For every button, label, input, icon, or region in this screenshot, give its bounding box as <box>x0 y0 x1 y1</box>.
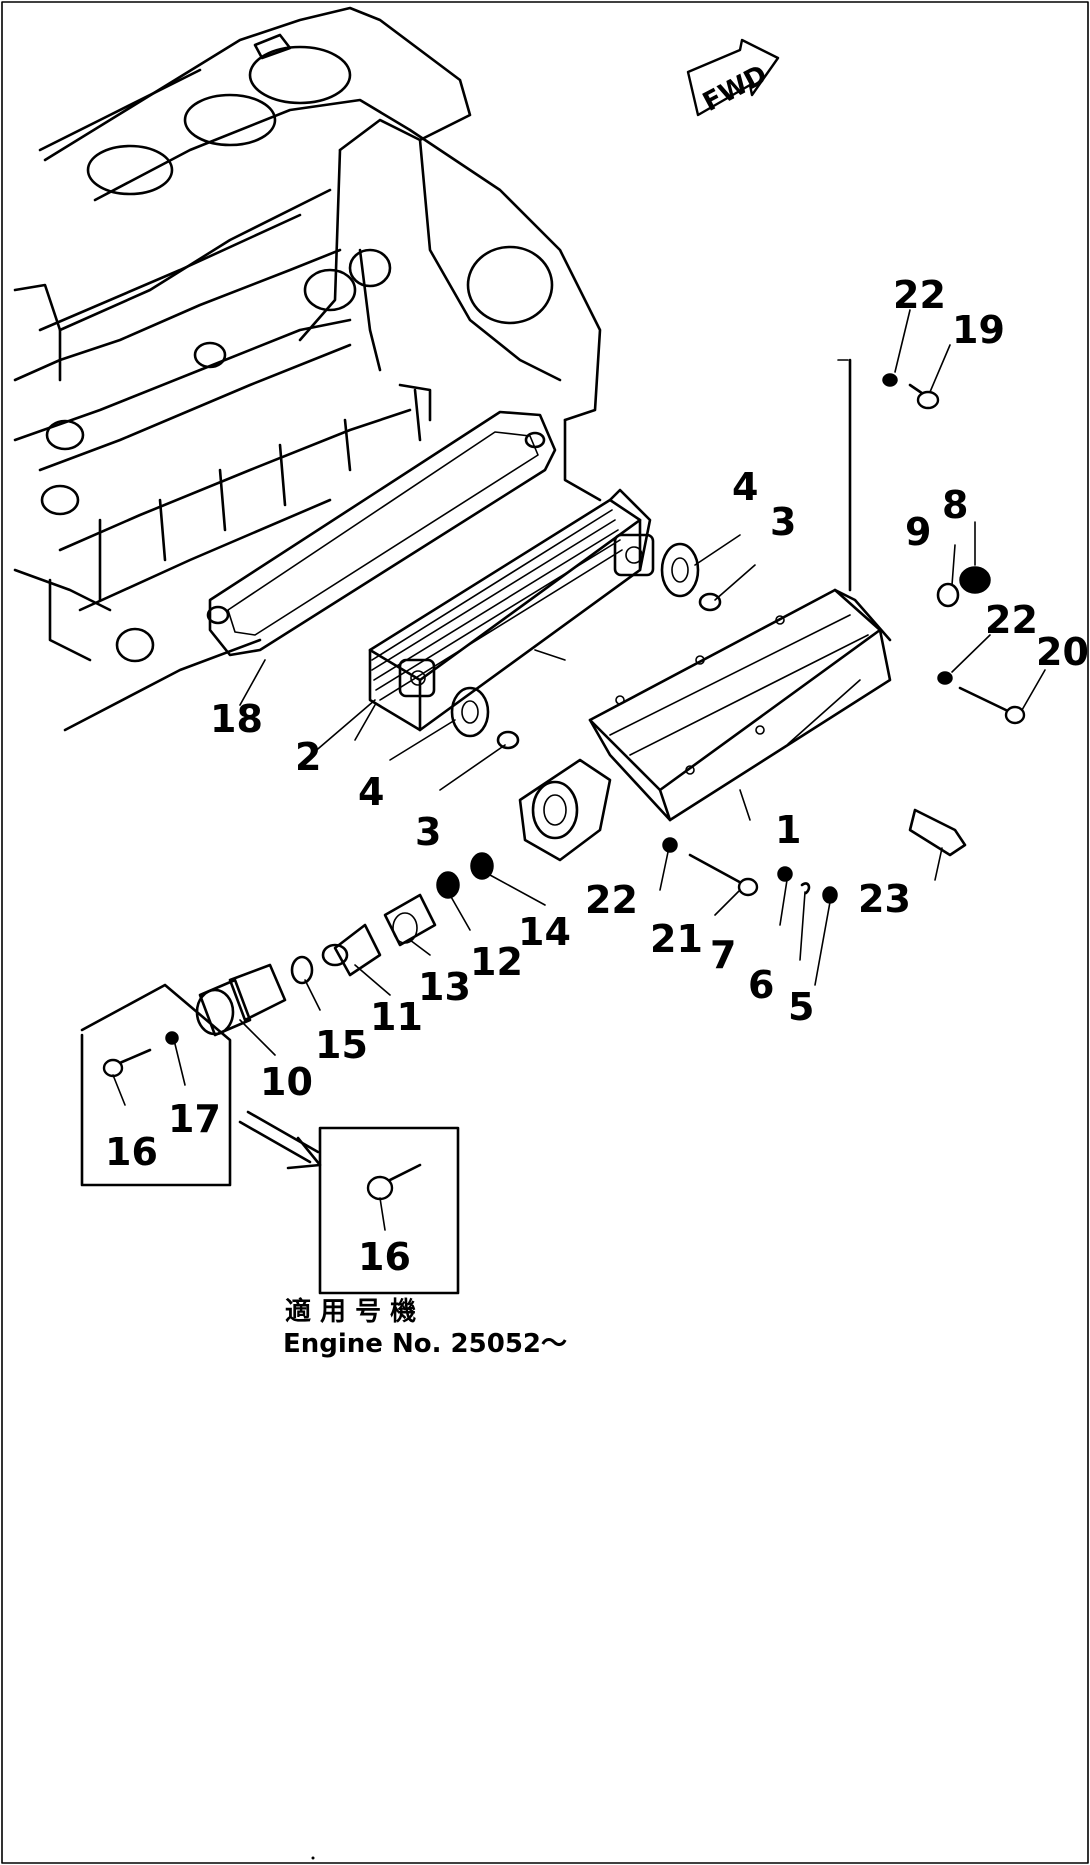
callout-20: 20 <box>1036 630 1089 674</box>
inset-before <box>80 983 232 1187</box>
washer-7 <box>777 866 793 882</box>
gasket-4-upper <box>660 542 700 598</box>
callout-13: 13 <box>418 965 471 1009</box>
plug-14 <box>470 852 494 880</box>
washer-22-top <box>882 373 898 387</box>
callout-23: 23 <box>858 877 911 921</box>
bolt-19 <box>908 383 940 410</box>
callout-2: 2 <box>295 735 321 779</box>
inset-after <box>318 1126 460 1295</box>
pipe-fitting-23 <box>908 808 967 857</box>
clip-6 <box>800 882 811 895</box>
callout-8: 8 <box>942 483 968 527</box>
o-ring-9 <box>936 582 960 608</box>
callout-3-upper: 3 <box>770 500 796 544</box>
leader-lines <box>112 309 1046 1231</box>
callout-10: 10 <box>260 1060 313 1104</box>
callout-22-top: 22 <box>893 273 946 317</box>
o-ring-15 <box>290 955 314 985</box>
o-ring-3-upper <box>698 592 722 612</box>
callout-9: 9 <box>905 510 931 554</box>
callout-14: 14 <box>518 910 571 954</box>
valve-11 <box>321 923 382 977</box>
callout-18: 18 <box>210 697 263 741</box>
serial-note-en: Engine No. 25052～ <box>283 1329 567 1359</box>
bolt-21 <box>688 853 759 897</box>
callout-12: 12 <box>470 940 523 984</box>
callout-21: 21 <box>650 917 703 961</box>
bolt-16-after <box>366 1163 422 1201</box>
engine-block <box>13 6 602 732</box>
callout-4-lower: 4 <box>358 770 384 814</box>
callout-4-upper: 4 <box>732 465 758 509</box>
bolt-16-before <box>102 1048 152 1078</box>
washer-22-bottom <box>662 837 678 853</box>
bolt-20 <box>958 686 1026 725</box>
callout-22-bottom: 22 <box>585 878 638 922</box>
callout-1: 1 <box>775 808 801 852</box>
callout-17: 17 <box>168 1097 221 1141</box>
callout-11: 11 <box>370 995 423 1039</box>
callout-22-right: 22 <box>985 598 1038 642</box>
washer-22-right <box>937 671 953 685</box>
callout-16-before: 16 <box>105 1130 158 1174</box>
spring-13 <box>383 893 437 947</box>
callout-5: 5 <box>788 985 814 1029</box>
washer-17 <box>165 1031 179 1045</box>
cooler-cover-1 <box>518 358 892 862</box>
callout-6: 6 <box>748 963 774 1007</box>
nut-5 <box>822 886 838 904</box>
callout-16-after: 16 <box>358 1235 411 1279</box>
o-ring-3-lower <box>496 730 520 750</box>
change-arrow <box>238 1110 322 1170</box>
gasket-18 <box>206 410 557 657</box>
callouts: 22 19 8 9 22 20 4 3 18 2 4 3 1 23 22 21 … <box>105 273 1089 1279</box>
gasket-4-lower <box>450 686 490 738</box>
callout-19: 19 <box>952 308 1005 352</box>
washer-12 <box>436 871 460 899</box>
callout-7: 7 <box>710 933 736 977</box>
forward-direction-arrow: FWD <box>686 38 780 118</box>
serial-note-jp: 適 用 号 機 <box>285 1296 416 1327</box>
footer-dot <box>311 1856 315 1860</box>
callout-3-lower: 3 <box>415 810 441 854</box>
cooler-core-2 <box>368 488 655 732</box>
callout-15: 15 <box>315 1023 368 1067</box>
plug-8 <box>959 566 991 594</box>
